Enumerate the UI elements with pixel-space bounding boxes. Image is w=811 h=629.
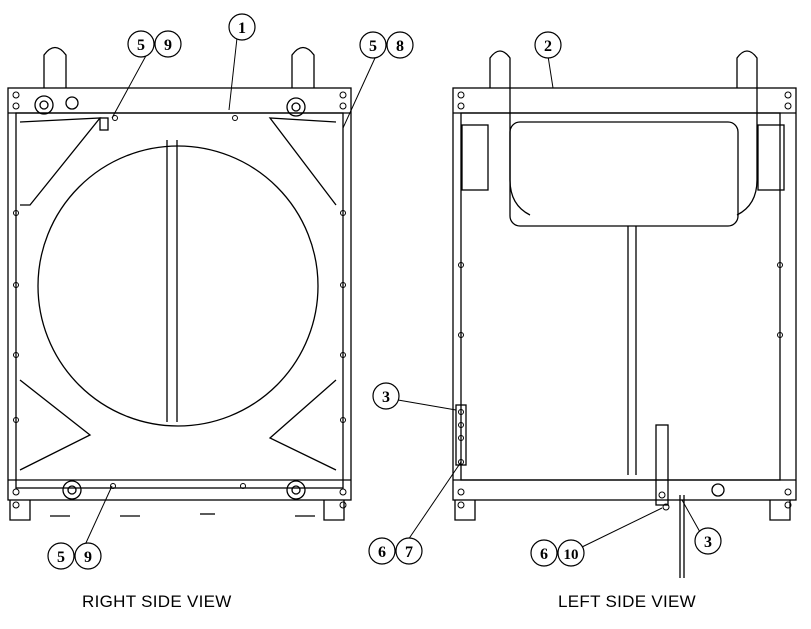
callout-label: 3 (382, 389, 390, 406)
callout-label: 1 (238, 20, 246, 37)
callout-6-7: 6 7 (368, 537, 423, 565)
left-side-view (452, 50, 797, 578)
callout-label: 6 (540, 546, 548, 563)
callout-2: 2 (534, 31, 562, 59)
leader-lines (84, 37, 701, 548)
callout-label: 10 (564, 547, 579, 563)
callout-label: 7 (405, 544, 413, 561)
callout-1: 1 (228, 13, 256, 41)
radiator-inner-frame (15, 112, 344, 489)
callout-3-left: 3 (372, 382, 400, 410)
callout-label: 9 (164, 37, 172, 54)
callout-label: 5 (57, 549, 65, 566)
left-side-view-caption: LEFT SIDE VIEW (558, 592, 697, 611)
callout-label: 5 (369, 38, 377, 55)
callout-label: 6 (378, 544, 386, 561)
callout-5-9-bottom: 5 9 (47, 542, 102, 570)
callout-5-8: 5 8 (359, 31, 414, 59)
radiator-frame (7, 87, 352, 501)
fan-opening (37, 145, 319, 427)
callout-label: 3 (704, 534, 712, 551)
right-side-view (7, 46, 352, 521)
right-side-view-caption: RIGHT SIDE VIEW (82, 592, 232, 611)
lifting-lug (291, 46, 315, 88)
callout-label: 9 (84, 549, 92, 566)
callout-6-10: 6 10 (530, 539, 585, 567)
callout-3-bottom: 3 (694, 527, 722, 555)
callout-label: 2 (544, 38, 552, 55)
coolant-tank (509, 121, 739, 227)
callout-5-9-top: 5 9 (127, 30, 182, 58)
lifting-lug (43, 46, 67, 88)
callout-label: 8 (396, 38, 404, 55)
callouts: 1 2 5 9 5 8 5 9 3 (47, 13, 722, 570)
callout-label: 5 (137, 37, 145, 54)
radiator-frame (452, 87, 797, 501)
